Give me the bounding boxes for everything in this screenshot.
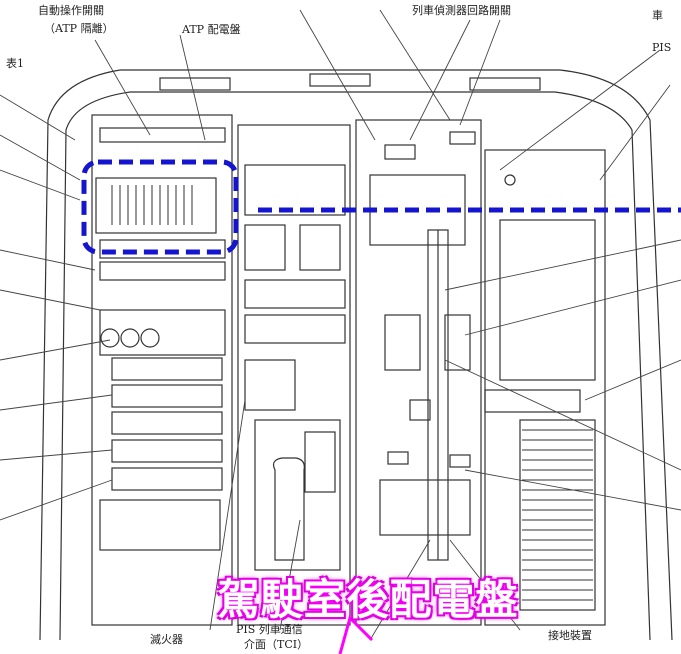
cab-inner-outline <box>59 91 651 641</box>
relay-row-1 <box>244 279 346 309</box>
extinguisher-body <box>272 457 305 561</box>
cab-shell-outline <box>39 69 673 641</box>
label-atp-panel: ATP 配電盤 <box>182 23 241 36</box>
pis-unit-left <box>384 314 421 371</box>
meter-2 <box>120 328 140 348</box>
relay-a <box>244 224 286 271</box>
label-auto-switch: 自動操作開關 <box>38 4 104 17</box>
top-switch-a <box>384 144 416 160</box>
leader-lines <box>0 9 681 641</box>
caption-arrow-icon <box>338 615 374 654</box>
label-detector-switch: 列車偵測器回路開關 <box>412 4 511 17</box>
label-top-far-right: 車 <box>652 9 663 22</box>
cabinet-right <box>484 149 606 626</box>
pis-unit-right <box>444 314 471 371</box>
caption-title: 駕駛室後配電盤 <box>217 574 519 624</box>
ground-device-box <box>379 479 471 536</box>
right-lamp <box>504 174 516 186</box>
louver-slats <box>522 429 593 601</box>
label-pis-right: PIS <box>652 41 672 54</box>
terminal-strip-2 <box>99 261 226 281</box>
breaker-module <box>95 177 217 234</box>
cabinet-center-right <box>355 119 482 626</box>
label-left-edge: 表1 <box>6 57 24 70</box>
extinguisher-cylinder <box>304 431 336 493</box>
small-box <box>409 399 431 421</box>
cabinet-left <box>91 114 233 626</box>
label-tci: 介面（TCI） <box>244 638 309 651</box>
breaker-switches <box>111 185 193 225</box>
window-panel <box>499 219 596 381</box>
vertical-duct <box>427 229 449 561</box>
meter-1 <box>100 328 120 348</box>
roof-vent-right <box>469 77 541 91</box>
relay-row-2 <box>244 314 346 344</box>
connector-b <box>449 454 471 468</box>
meter-3 <box>140 328 160 348</box>
switch-row-4 <box>111 439 223 463</box>
handle-bar <box>484 389 581 413</box>
relay-block-top <box>244 164 346 216</box>
switch-row-3 <box>111 411 223 435</box>
meter-panel <box>99 309 226 356</box>
connector-a <box>387 451 409 465</box>
label-pis-comm: PIS 列車通信 <box>236 623 303 636</box>
relay-b <box>299 224 341 271</box>
switch-row-1 <box>111 357 223 381</box>
left-top-strip <box>99 127 226 143</box>
breaker-block <box>99 499 221 551</box>
switch-row-2 <box>111 384 223 408</box>
terminal-strip-1 <box>99 239 226 259</box>
switch-row-5 <box>111 467 223 491</box>
label-ground-device: 接地裝置 <box>548 629 592 642</box>
cabinet-center-left <box>237 124 351 626</box>
roof-vent-center <box>309 73 371 87</box>
highlight-box <box>81 159 239 255</box>
roof-vent-left <box>159 77 231 91</box>
label-atp-isolation: （ATP 隔離） <box>44 22 114 35</box>
extinguisher-bay <box>254 419 341 571</box>
label-extinguisher: 滅火器 <box>150 633 183 646</box>
top-switch-b <box>449 131 476 145</box>
louver-panel <box>519 419 596 611</box>
controller-box <box>244 359 296 411</box>
